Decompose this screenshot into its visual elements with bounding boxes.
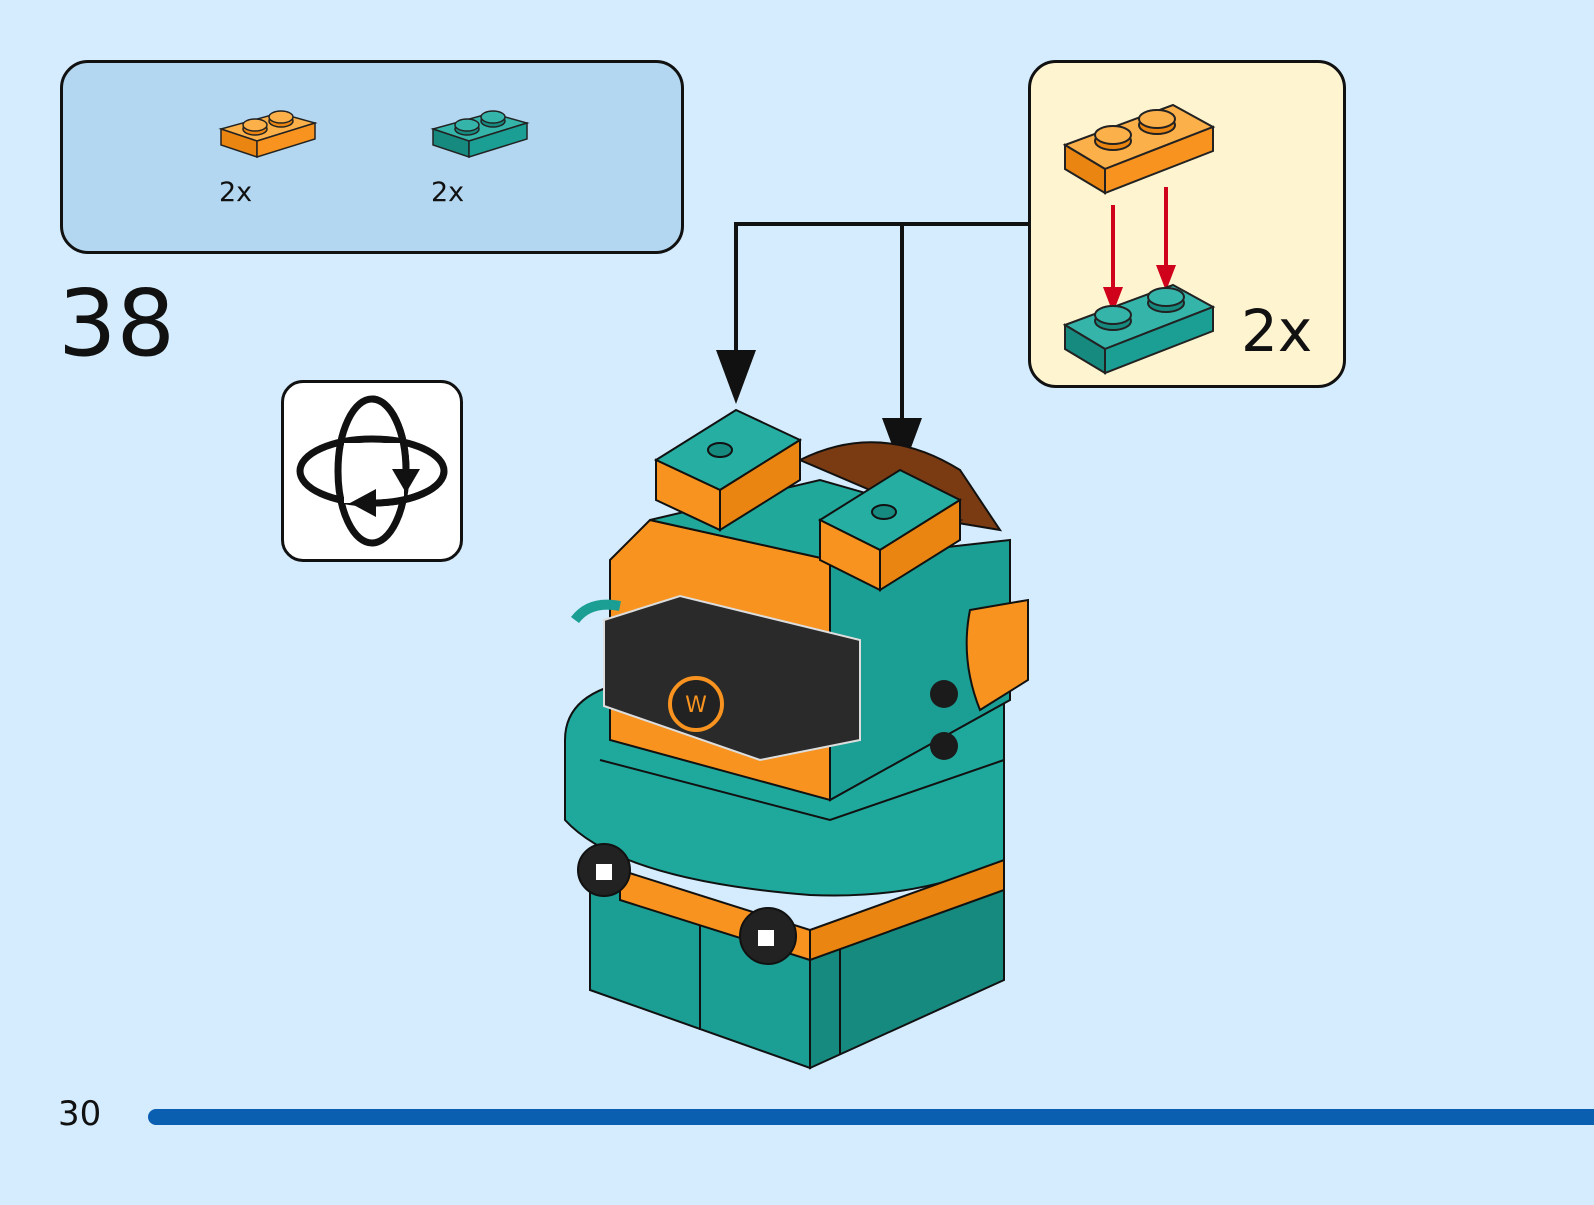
page-number: 30	[58, 1094, 102, 1134]
rotate-model-icon	[296, 395, 448, 547]
step-number: 38	[58, 270, 176, 377]
sub-assembly-qty: 2x	[1241, 297, 1313, 365]
sub-assembly-diagram	[1062, 103, 1216, 375]
rotate-model-panel	[281, 380, 463, 562]
orange-plate-icon	[218, 110, 318, 159]
teal-plate-qty: 2x	[431, 177, 465, 208]
teal-plate-icon	[430, 110, 530, 159]
sub-assembly-callout: 2x	[1028, 60, 1346, 388]
parts-list-panel: 2x 2x	[60, 60, 684, 254]
page-progress-bar	[148, 1109, 1594, 1125]
orange-plate-qty: 2x	[219, 177, 253, 208]
svg-text:W: W	[685, 693, 707, 718]
